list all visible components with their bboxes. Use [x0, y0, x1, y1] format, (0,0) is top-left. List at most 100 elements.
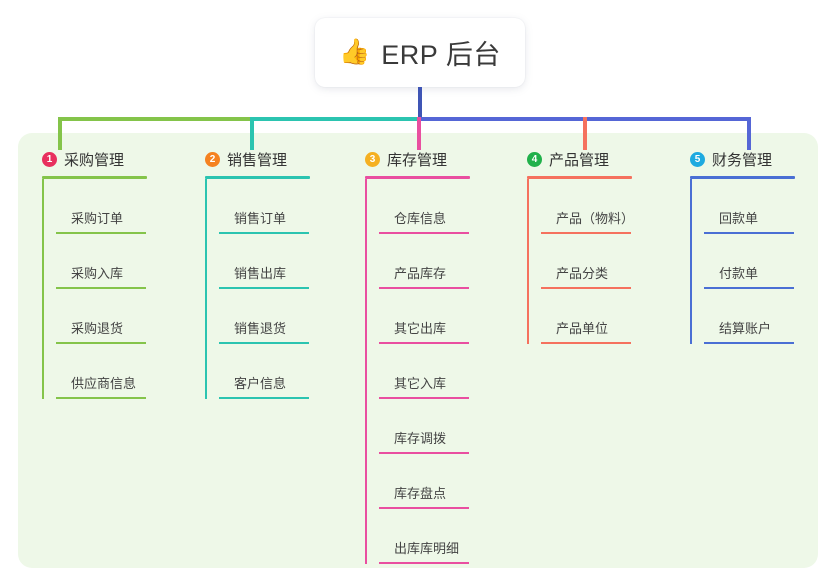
column-header-1[interactable]: 1 采购管理	[42, 148, 192, 170]
menu-item-label: 销售订单	[234, 211, 287, 226]
menu-item-label: 付款单	[719, 266, 759, 281]
menu-item-label: 结算账户	[719, 321, 772, 336]
menu-item[interactable]: 产品单位	[541, 289, 677, 344]
column-underline	[365, 176, 470, 179]
column-items: 销售订单销售出库销售退货客户信息	[205, 179, 355, 399]
menu-item-underline	[219, 232, 309, 234]
menu-item[interactable]: 供应商信息	[56, 344, 192, 399]
menu-item-underline	[541, 287, 631, 289]
menu-item-underline	[379, 452, 469, 454]
root-node-inner: 👍 ERP 后台	[339, 33, 501, 72]
menu-item[interactable]: 产品（物料）	[541, 179, 677, 234]
menu-item-label: 销售退货	[234, 321, 287, 336]
menu-item-underline	[219, 397, 309, 399]
menu-item-underline	[219, 342, 309, 344]
column-title: 销售管理	[227, 151, 288, 169]
menu-item-label: 产品（物料）	[556, 211, 635, 226]
menu-item-underline	[379, 342, 469, 344]
menu-item-underline	[379, 232, 469, 234]
column-items: 产品（物料） 产品分类产品单位	[527, 179, 677, 344]
column-underline	[42, 176, 147, 179]
menu-item-label: 其它入库	[394, 376, 447, 391]
column-items: 仓库信息产品库存其它出库其它入库库存调拨库存盘点出库库明细	[365, 179, 515, 564]
menu-item-underline	[379, 562, 469, 564]
column-underline	[527, 176, 632, 179]
menu-item[interactable]: 付款单	[704, 234, 839, 289]
menu-item[interactable]: 回款单	[704, 179, 839, 234]
column-underline	[205, 176, 310, 179]
menu-item-underline	[704, 287, 794, 289]
column-title: 采购管理	[64, 151, 125, 169]
root-node-erp-backend[interactable]: 👍 ERP 后台	[315, 18, 525, 87]
menu-item-underline	[56, 397, 146, 399]
menu-item[interactable]: 销售出库	[219, 234, 355, 289]
column-spine	[42, 179, 44, 399]
column-spine	[527, 179, 529, 344]
menu-item-label: 采购入库	[71, 266, 124, 281]
column-spine	[365, 179, 367, 564]
menu-item[interactable]: 结算账户	[704, 289, 839, 344]
menu-item[interactable]: 出库库明细	[379, 509, 515, 564]
menu-item[interactable]: 采购退货	[56, 289, 192, 344]
root-node-title: ERP 后台	[381, 40, 501, 70]
thumbs-up-icon: 👍	[339, 38, 371, 66]
column-underline	[690, 176, 795, 179]
menu-item-underline	[219, 287, 309, 289]
column-items: 采购订单采购入库采购退货供应商信息	[42, 179, 192, 399]
column-3: 3 库存管理仓库信息产品库存其它出库其它入库库存调拨库存盘点出库库明细	[365, 148, 515, 564]
column-spine	[690, 179, 692, 344]
column-header-3[interactable]: 3 库存管理	[365, 148, 515, 170]
column-title: 库存管理	[387, 151, 448, 169]
menu-item[interactable]: 销售订单	[219, 179, 355, 234]
menu-item-underline	[704, 232, 794, 234]
menu-item-label: 仓库信息	[394, 211, 447, 226]
menu-item-label: 采购订单	[71, 211, 124, 226]
menu-item-underline	[541, 342, 631, 344]
menu-item-label: 客户信息	[234, 376, 287, 391]
menu-item-underline	[56, 287, 146, 289]
menu-item[interactable]: 产品分类	[541, 234, 677, 289]
column-1: 1 采购管理采购订单采购入库采购退货供应商信息	[42, 148, 192, 399]
menu-item-label: 库存调拨	[394, 431, 447, 446]
menu-item-label: 出库库明细	[394, 541, 460, 556]
menu-item-label: 销售出库	[234, 266, 287, 281]
column-number-badge: 3	[365, 151, 380, 167]
menu-item-underline	[704, 342, 794, 344]
menu-item-label: 产品库存	[394, 266, 447, 281]
content-panel	[18, 133, 818, 568]
menu-item-underline	[56, 232, 146, 234]
column-title: 财务管理	[712, 151, 773, 169]
menu-item-label: 其它出库	[394, 321, 447, 336]
menu-item-underline	[379, 287, 469, 289]
menu-item[interactable]: 库存调拨	[379, 399, 515, 454]
menu-item[interactable]: 仓库信息	[379, 179, 515, 234]
menu-item-label: 产品单位	[556, 321, 609, 336]
menu-item-underline	[56, 342, 146, 344]
menu-item[interactable]: 其它出库	[379, 289, 515, 344]
column-title: 产品管理	[549, 151, 610, 169]
menu-item[interactable]: 采购订单	[56, 179, 192, 234]
menu-item-label: 采购退货	[71, 321, 124, 336]
menu-item-label: 供应商信息	[71, 376, 137, 391]
menu-item[interactable]: 销售退货	[219, 289, 355, 344]
menu-item[interactable]: 其它入库	[379, 344, 515, 399]
column-number-badge: 4	[527, 151, 542, 167]
column-number-badge: 1	[42, 151, 57, 167]
menu-item[interactable]: 客户信息	[219, 344, 355, 399]
menu-item[interactable]: 采购入库	[56, 234, 192, 289]
column-spine	[205, 179, 207, 399]
menu-item-underline	[541, 232, 631, 234]
menu-item-underline	[379, 397, 469, 399]
column-header-4[interactable]: 4 产品管理	[527, 148, 677, 170]
menu-item-label: 回款单	[719, 211, 759, 226]
menu-item-underline	[379, 507, 469, 509]
column-4: 4 产品管理产品（物料） 产品分类产品单位	[527, 148, 677, 344]
menu-item[interactable]: 库存盘点	[379, 454, 515, 509]
menu-item[interactable]: 产品库存	[379, 234, 515, 289]
menu-item-label: 产品分类	[556, 266, 609, 281]
